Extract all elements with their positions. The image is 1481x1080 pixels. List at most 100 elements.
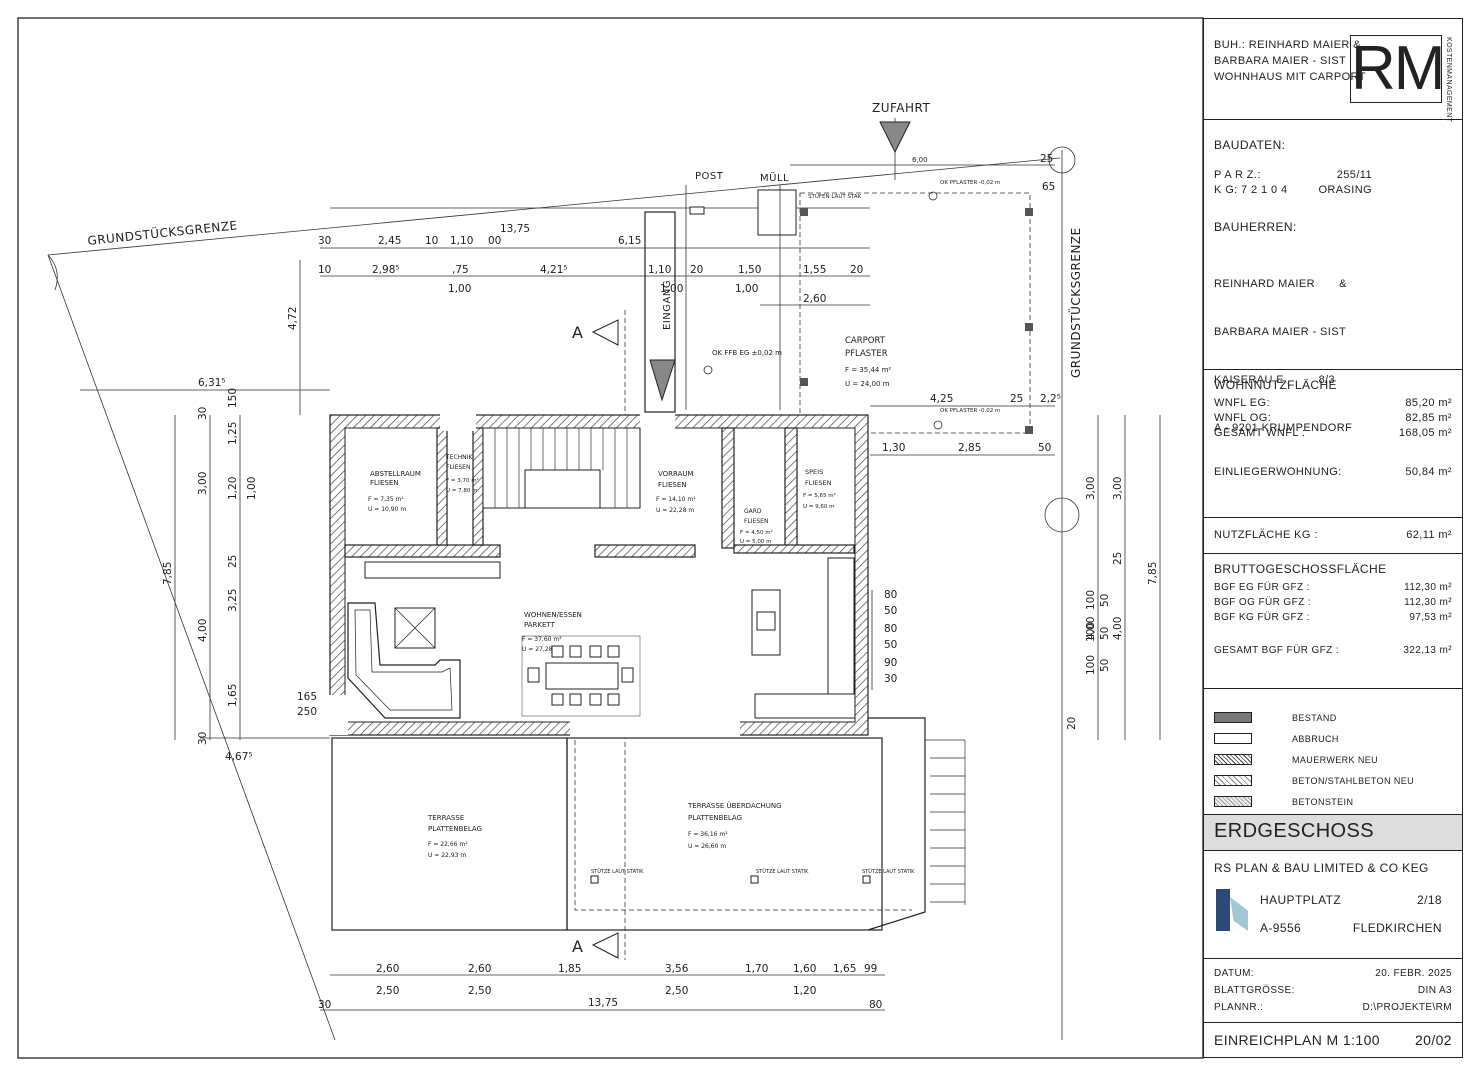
einlieger-label: EINLIEGERWOHNUNG: [1214, 466, 1342, 478]
bauherr-line: REINHARD MAIER & [1214, 278, 1347, 290]
einlieger-value: 50,84 m² [1405, 466, 1452, 478]
dim-label: 1,00 [246, 477, 258, 500]
dim-label: 65 [1042, 181, 1055, 193]
room-area: F = 5,65 m² [803, 492, 836, 499]
dim-label: 4,25 [930, 393, 953, 405]
dim-label: 25 [1112, 552, 1124, 565]
dim-label: 165 [297, 691, 317, 703]
dim-top-total: 13,75 [500, 223, 530, 235]
room-perimeter: U = 5,00 m [740, 539, 771, 545]
room-area: F = 3,70 m² [446, 477, 479, 484]
legend-label: BETONSTEIN [1292, 796, 1354, 807]
dim-label: 7,85 [162, 562, 174, 585]
bgf-og-value: 112,30 m² [1404, 597, 1452, 608]
section-a-bottom: A [572, 937, 583, 956]
dim-label: 100 [1085, 590, 1097, 610]
carport-post [1025, 323, 1033, 331]
project-line: WOHNHAUS MIT CARPORT [1214, 71, 1366, 83]
dim-label: 6,15 [618, 235, 641, 247]
dim-label: 2,60 [468, 963, 491, 975]
wnfl-total-value: 168,05 m² [1398, 427, 1452, 439]
right-dimensions: 3,00 4,00 100 100 100 3,00 25 4,00 50 50… [1066, 415, 1161, 740]
room-name: GARD [744, 508, 762, 515]
parz-value: 255/11 [1336, 169, 1372, 181]
wnfl-og-value: 82,85 m² [1405, 412, 1452, 424]
wohnnutz-header: WOHNNUTZFLÄCHE [1214, 378, 1337, 392]
company-city: FLEDKIRCHEN [1352, 921, 1442, 935]
dim-label: 50 [1099, 594, 1111, 607]
covered-terrace-label: TERRASSE ÜBERDACHUNG PLATTENBELAG F = 36… [687, 801, 782, 850]
dim-label: 50 [1099, 627, 1111, 640]
entrance-arrow [649, 359, 676, 402]
rm-logo: RM [1350, 34, 1445, 103]
room-abstellraum: ABSTELLRAUM FLIESEN F = 7,35 m² U = 10,9… [368, 470, 421, 513]
room-vorraum: VORRAUM FLIESEN F = 14,10 m² U = 22,28 m [656, 470, 696, 514]
room-name: SPEIS [805, 468, 823, 476]
dining-table [545, 662, 619, 690]
bgf-eg-label: BGF EG FÜR GFZ : [1214, 582, 1310, 593]
legend-item: BETON/STAHLBETON NEU [1204, 770, 1462, 791]
dim-label: 1,30 [882, 442, 905, 454]
room-area: F = 7,35 m² [368, 496, 404, 503]
terrace-name: TERRASSE [427, 814, 464, 822]
level-note: OK PFLASTER -0,02 m [940, 180, 1000, 186]
muell-label: MÜLL [760, 171, 789, 184]
dim-label: 30 [197, 407, 209, 420]
dining-rug [521, 635, 641, 717]
baudaten-header: BAUDATEN: [1214, 138, 1286, 152]
stairs-note: STUFEN LAUT STAK [808, 194, 862, 200]
dim-label: 25 [227, 555, 239, 568]
entrance-label: EINGANG [662, 280, 673, 330]
carport-post [1025, 426, 1033, 434]
logo-subtitle: KOSTENMANAGEMENT [1445, 37, 1452, 123]
bauherr-line: A - 9201 KRUMPENDORF [1214, 422, 1353, 434]
dim-label: 2,50 [665, 985, 688, 997]
column-note: STÜTZE LAUT STATIK [756, 868, 809, 875]
dim-label: 30 [884, 673, 897, 685]
post-muell: POST MÜLL [685, 171, 797, 410]
room-perimeter: U = 10,90 m [368, 506, 406, 513]
nutz-kg-value: 62,11 m² [1406, 529, 1452, 541]
dim-label: 50 [1099, 659, 1111, 672]
company-zip: A-9556 [1260, 921, 1302, 935]
carport-label: CARPORT [845, 336, 886, 346]
kitchen-side-dimensions: 80 50 80 50 90 30 [871, 589, 897, 690]
dim-label: 30 [318, 999, 331, 1011]
company-section: RS PLAN & BAU LIMITED & CO KEG HAUPTPLAT… [1204, 850, 1462, 958]
entrance-path: EINGANG OK FFB EG ±0,02 m [644, 211, 782, 413]
dim-label: 3,00 [1085, 477, 1097, 500]
dim-label: 6,00 [912, 156, 928, 164]
dim-label: 50 [884, 639, 897, 651]
dim-label: 7,85 [1147, 562, 1159, 585]
legend-swatch [1214, 775, 1252, 786]
plan-number: 20/02 [1414, 1032, 1452, 1048]
room-floor: FLIESEN [744, 518, 768, 525]
carport-dimensions: 6,00 25 65 4,25 25 2,2⁵ 1,30 2,85 50 [790, 153, 1061, 456]
bgf-total-label: GESAMT BGF FÜR GFZ : [1214, 645, 1340, 656]
dim-label: 250 [297, 706, 317, 718]
mailbox [689, 206, 705, 215]
legend-swatch [1214, 712, 1252, 723]
dim-label: 2,60 [376, 963, 399, 975]
room-floor: PARKETT [524, 621, 556, 629]
kg-label: K G: 7 2 1 0 4 [1214, 184, 1288, 196]
wnfl-eg-value: 85,20 m² [1405, 397, 1452, 409]
bin-enclosure [757, 189, 797, 236]
dim-label: 99 [864, 963, 877, 975]
bgf-eg-value: 112,30 m² [1404, 582, 1452, 593]
dim-label: 1,60 [793, 963, 816, 975]
project-line: BUH.: REINHARD MAIER & [1214, 39, 1361, 51]
dim-label: 2,85 [958, 442, 981, 454]
wnfl-total-label: GESAMT WNFL : [1214, 427, 1306, 439]
room-floor: FLIESEN [658, 481, 687, 489]
dim-label: 3,00 [1112, 477, 1124, 500]
legend-item: BETONSTEIN [1204, 791, 1462, 812]
legend-swatch [1214, 796, 1252, 807]
baudaten-section: BAUDATEN: P A R Z.:255/11 K G: 7 2 1 0 4… [1204, 119, 1462, 434]
carport-post [800, 378, 808, 386]
legend-label: BETON/STAHLBETON NEU [1292, 775, 1415, 786]
dim-label: 1,65 [833, 963, 856, 975]
dim-label: 1,85 [558, 963, 581, 975]
room-gard: GARD FLIESEN F = 4,50 m² U = 5,00 m [740, 508, 773, 545]
